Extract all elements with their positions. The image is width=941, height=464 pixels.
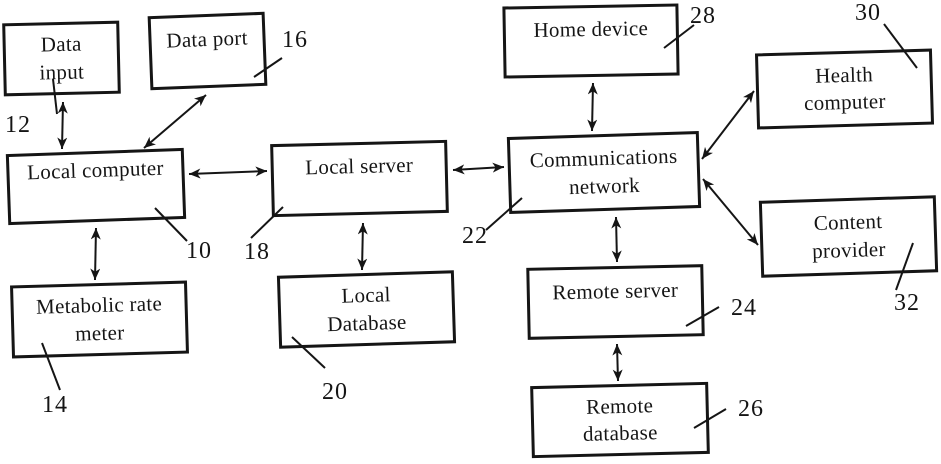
node-remote-server-label: Remote server [552,277,679,305]
node-communications-network: Communications network [506,131,702,214]
node-metabolic-rate-meter: Metabolic rate meter [10,280,189,359]
ref-label-28: 28 [690,3,716,29]
ref-label-30: 30 [855,0,881,26]
node-home-device: Home device [502,3,680,79]
node-health-computer: Health computer [754,48,935,130]
ref-label-10: 10 [186,238,212,264]
arrow-data-port-local-computer [143,94,207,149]
node-data-port: Data port [147,11,268,91]
node-local-server: Local server [270,139,449,218]
ref-label-12: 12 [5,112,31,138]
arrow-data-input-local-computer [57,101,68,150]
node-remote-database-label: Remote database [582,392,658,446]
ref-label-14: 14 [42,392,68,418]
node-data-port-label: Data port [165,25,249,53]
ref-label-26: 26 [738,396,764,422]
ref-label-22: 22 [462,223,488,249]
arrow-communications-network-remote-server [611,216,622,263]
node-content-provider-label: Content provider [811,209,887,263]
arrow-home-device-communications-network [587,82,598,132]
node-local-computer: Local computer [5,147,187,226]
ref-label-32: 32 [894,290,920,316]
arrow-local-computer-local-server [188,166,268,179]
arrow-local-computer-metabolic-rate-meter [90,227,101,281]
ref-label-18: 18 [244,239,270,265]
node-data-input-label: Data input [39,31,85,85]
node-remote-database: Remote database [530,381,710,459]
node-local-database: Local Database [276,270,457,349]
arrow-local-server-communications-network [452,162,505,175]
node-data-input: Data input [2,20,121,97]
node-remote-server: Remote server [526,264,705,340]
node-local-computer-label: Local computer [26,155,165,185]
node-communications-network-label: Communications network [529,143,678,199]
node-local-server-label: Local server [304,152,414,180]
arrow-remote-server-remote-database [612,343,623,382]
node-content-provider: Content provider [758,195,939,278]
node-metabolic-rate-meter-label: Metabolic rate meter [35,291,163,346]
arrow-communications-network-content-provider [702,178,759,246]
ref-label-16: 16 [282,27,308,53]
node-local-database-label: Local Database [326,282,407,336]
node-health-computer-label: Health computer [803,61,887,116]
node-home-device-label: Home device [533,16,649,43]
ref-label-24: 24 [731,295,757,321]
arrow-local-server-local-database [357,222,368,271]
arrow-communications-network-health-computer [701,90,755,160]
ref-label-20: 20 [322,379,348,405]
